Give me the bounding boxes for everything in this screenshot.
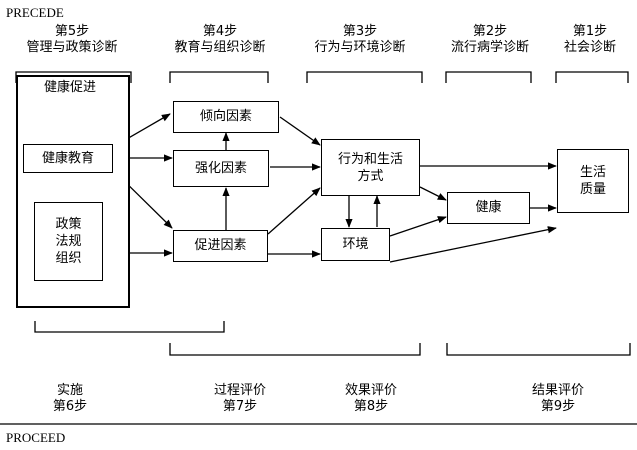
precede-label: PRECEDE [6, 5, 64, 20]
reinforcing-box: 强化因素 [173, 150, 269, 187]
step3-header: 第3步 行为与环境诊断 [300, 24, 420, 56]
step4-name: 教育与组织诊断 [174, 40, 266, 55]
quality-of-life-box: 生活 质量 [557, 149, 629, 213]
step2-number: 第2步 [472, 24, 508, 39]
bracket-step2 [445, 71, 532, 83]
step6-label: 实施 第6步 [20, 383, 120, 415]
health-box: 健康 [447, 192, 530, 224]
step8-label: 效果评价 第8步 [321, 383, 421, 415]
proceed-label: PROCEED [6, 430, 66, 445]
enabling-box: 促进因素 [173, 230, 268, 262]
step3-name: 行为与环境诊断 [314, 40, 406, 55]
step3-number: 第3步 [342, 24, 378, 39]
arrow-environment-to-health [389, 216, 447, 237]
step6-name: 实施 [56, 383, 83, 398]
environment-box: 环境 [321, 228, 390, 261]
step9-name: 结果评价 [531, 383, 584, 398]
arrow-behavior-to-health [419, 186, 447, 201]
step6-number: 第6步 [52, 399, 88, 414]
policy-label: 政策 法规 组织 [55, 217, 82, 266]
predisposing-box: 倾向因素 [173, 101, 279, 133]
bracket-outcome [446, 343, 631, 356]
arrow-predisposing-to-behavior [279, 116, 321, 146]
enabling-label: 促进因素 [194, 238, 247, 253]
step2-name: 流行病学诊断 [450, 40, 529, 55]
health-label: 健康 [475, 200, 502, 215]
health-promotion-label: 健康促进 [44, 80, 97, 95]
health-education-label: 健康教育 [41, 150, 94, 166]
step1-number: 第1步 [572, 24, 608, 39]
step8-name: 效果评价 [344, 383, 397, 398]
behavior-label: 行为和生活 方式 [337, 151, 403, 184]
step7-label: 过程评价 第7步 [190, 383, 290, 415]
behavior-box: 行为和生活 方式 [321, 139, 420, 196]
predisposing-label: 倾向因素 [199, 109, 252, 124]
step9-number: 第9步 [540, 399, 576, 414]
bracket-process-impact [169, 343, 421, 356]
step4-header: 第4步 教育与组织诊断 [160, 24, 280, 56]
bracket-step1 [555, 71, 629, 83]
quality-of-life-label: 生活 质量 [579, 165, 606, 197]
step9-label: 结果评价 第9步 [508, 383, 608, 415]
environment-label: 环境 [342, 236, 369, 252]
step8-number: 第8步 [353, 399, 389, 414]
step4-number: 第4步 [202, 24, 238, 39]
step5-header: 第5步 管理与政策诊断 [12, 24, 132, 56]
step1-name: 社会诊断 [563, 40, 616, 55]
bracket-step3 [306, 71, 423, 83]
bracket-step4 [169, 71, 269, 83]
step5-name: 管理与政策诊断 [26, 40, 118, 55]
step7-name: 过程评价 [213, 383, 266, 398]
bracket-implementation [34, 321, 225, 333]
health-education-box: 健康教育 [23, 144, 113, 173]
step1-header: 第1步 社会诊断 [545, 24, 635, 56]
arrow-enabling-to-behavior [267, 187, 321, 235]
step7-number: 第7步 [222, 399, 258, 414]
step5-number: 第5步 [54, 24, 90, 39]
policy-box: 政策 法规 组织 [34, 202, 103, 281]
reinforcing-label: 强化因素 [194, 160, 247, 176]
step2-header: 第2步 流行病学诊断 [430, 24, 550, 56]
arrow-environment-to-quality [389, 226, 557, 263]
